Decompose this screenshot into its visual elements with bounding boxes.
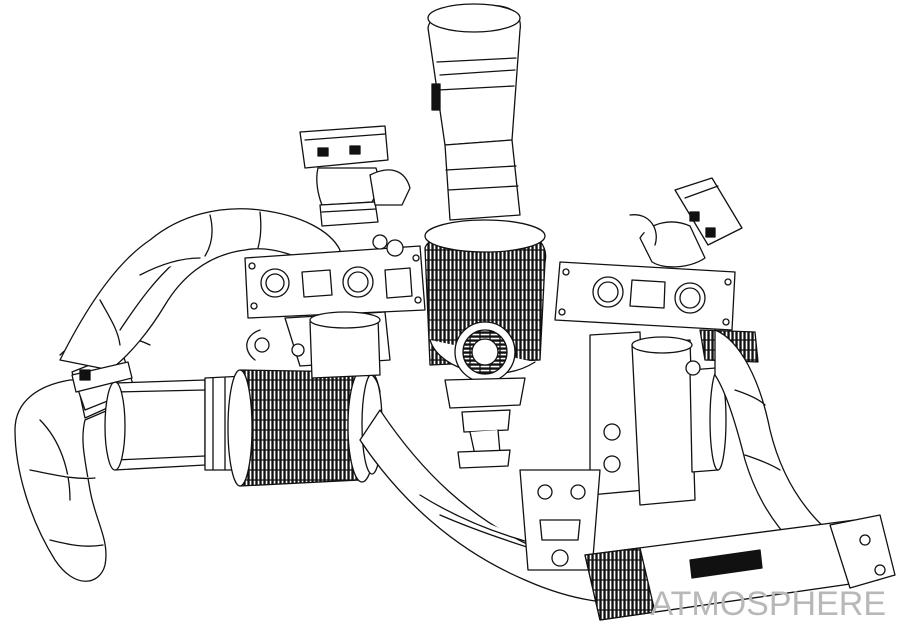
right-manifold-flange [554,261,736,331]
right-turbo [589,329,759,506]
left-turbo [246,311,391,379]
center-air-filter [372,219,547,409]
center-manifold-flange [244,245,426,319]
bottom-intake-pipe [584,514,896,621]
left-wastegate [299,125,411,227]
upper-left-pipe [59,208,341,371]
vertical-intake-tube [427,3,521,221]
left-air-filter [227,369,383,487]
center-fitting [457,409,511,469]
hose-clamp [71,361,133,393]
right-wastegate [629,177,743,268]
left-inlet-tube [104,375,246,471]
watermark-text: ATMOSPHERE [650,585,886,623]
